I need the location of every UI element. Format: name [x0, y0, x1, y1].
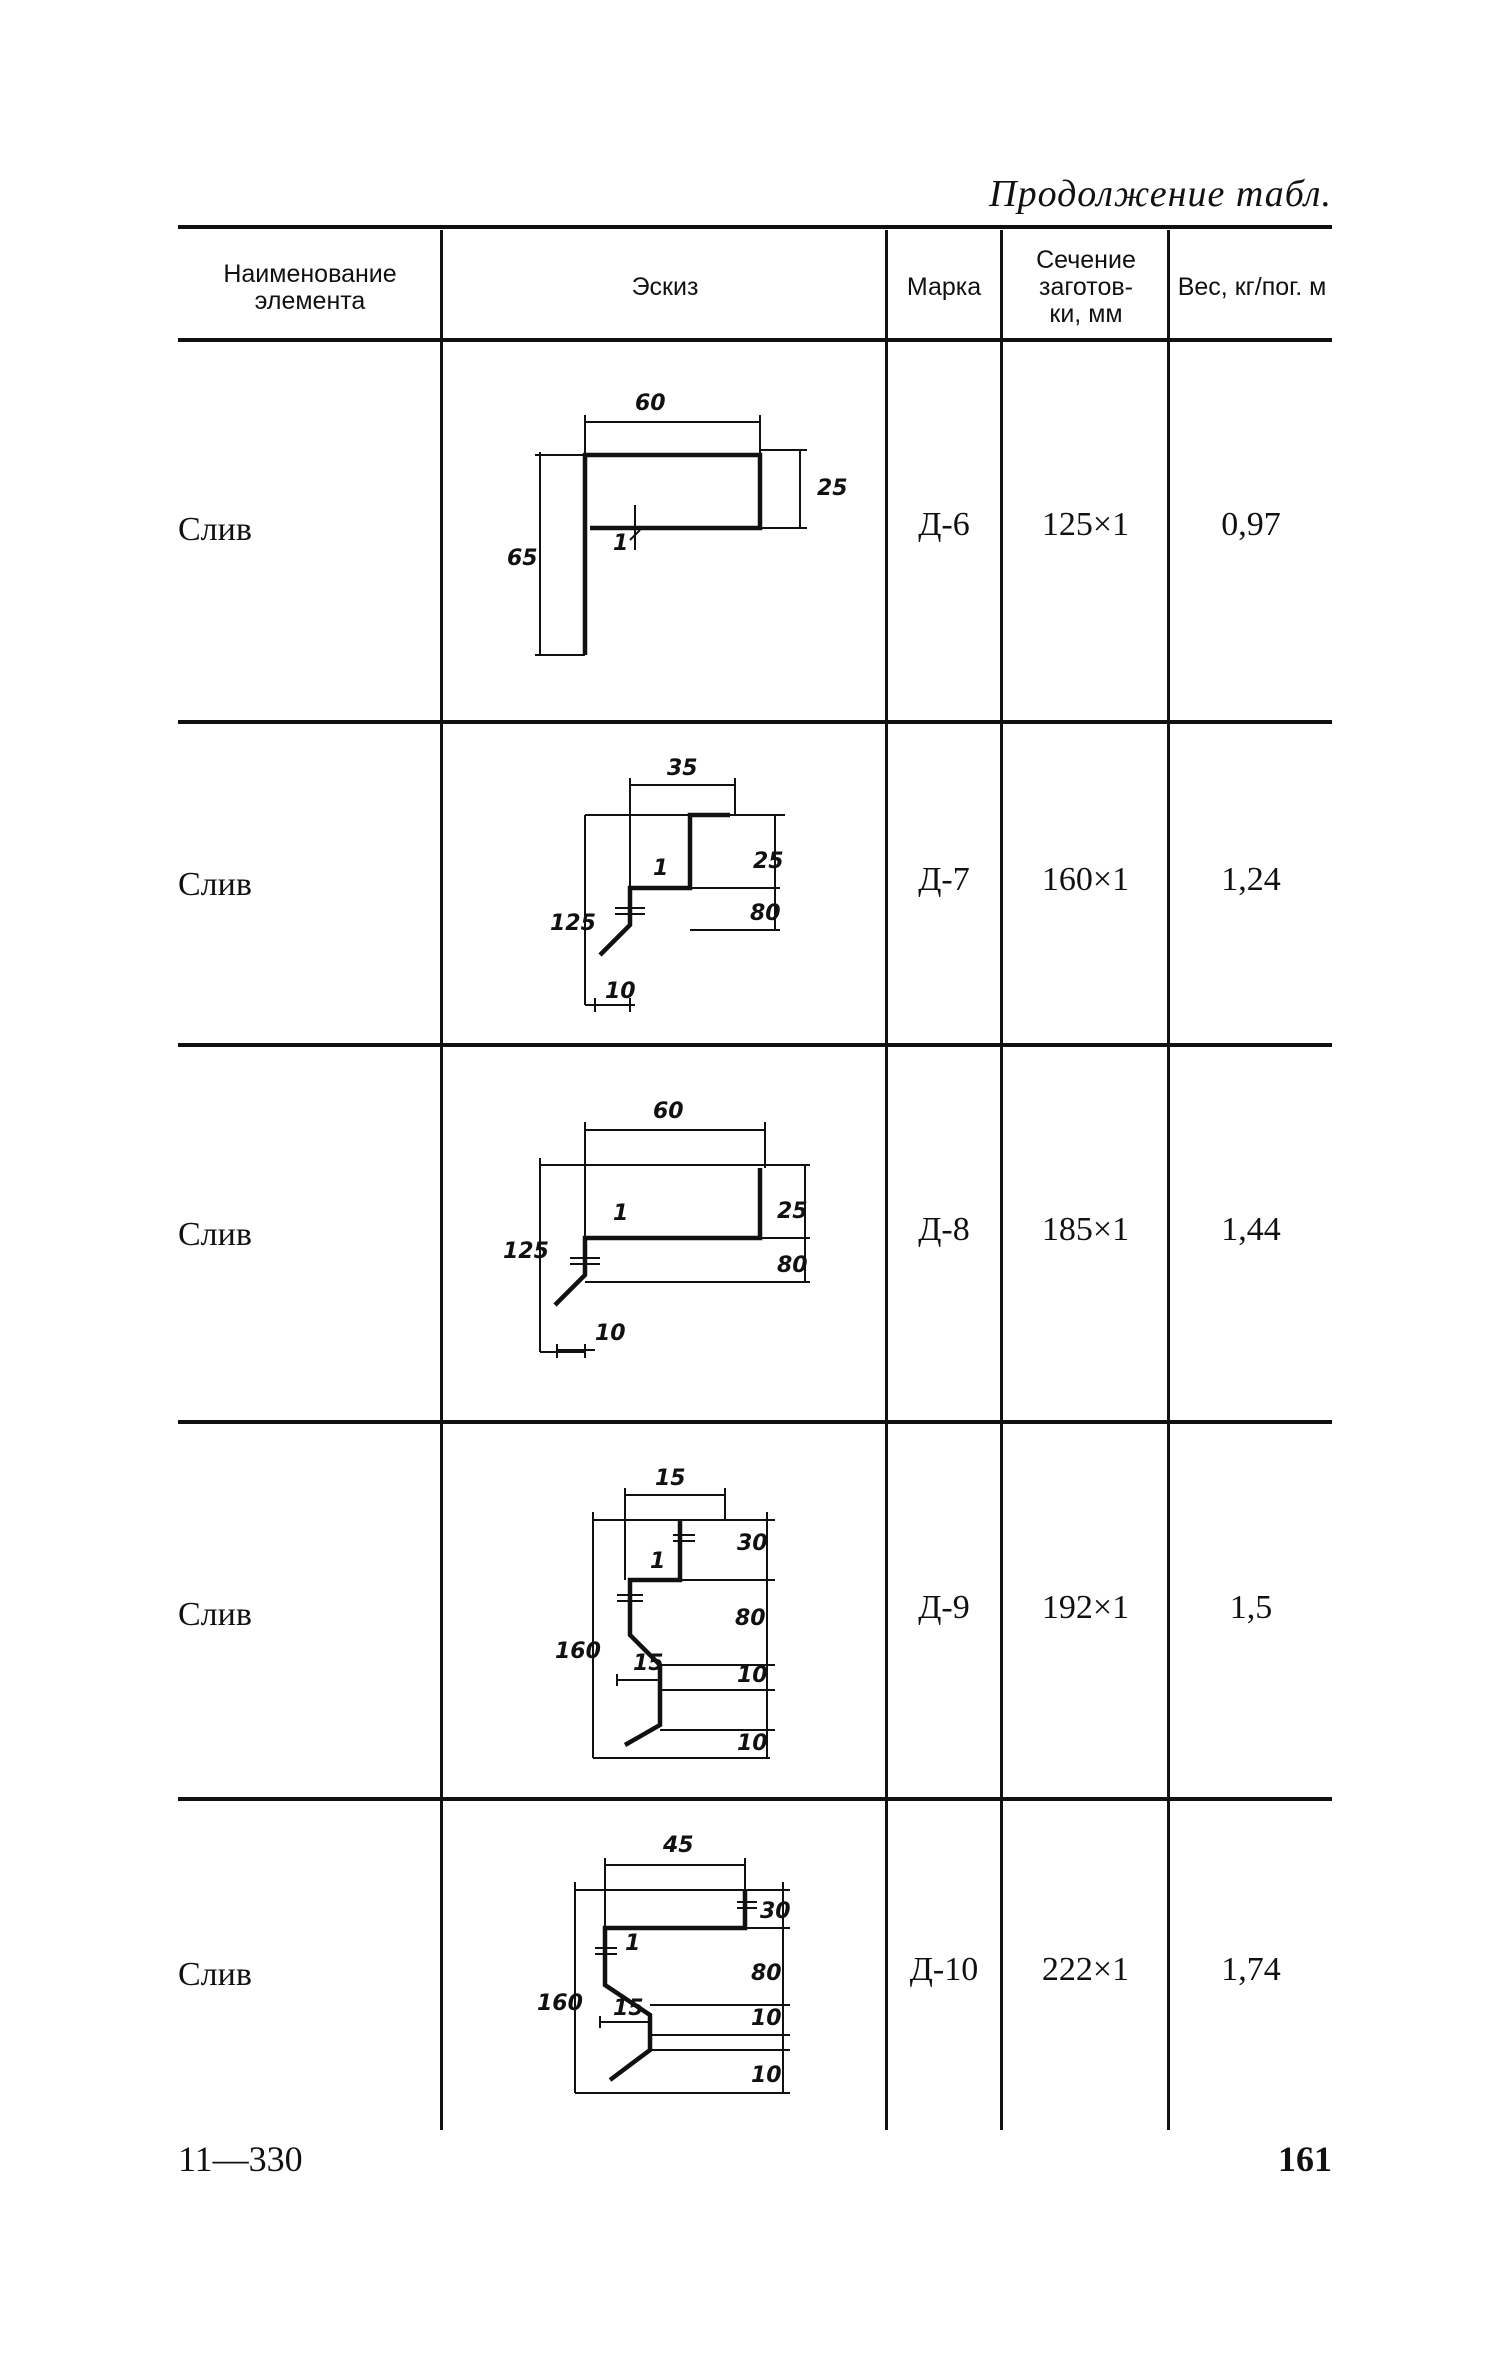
dim-step: 10: [751, 2006, 782, 2031]
sketch-d10: 45 160 1 30 80 10 15 10: [445, 1810, 885, 2120]
row-weight: 1,44: [1221, 1211, 1281, 1248]
row-name: Слив: [178, 1216, 252, 1253]
row-divider: [178, 1420, 1332, 1424]
profile-line: [602, 1890, 748, 2082]
dim-top: 30: [737, 1531, 768, 1556]
dim-top: 30: [760, 1899, 791, 1924]
sketch-d7: 35 125 1 25 80 10: [445, 740, 885, 1030]
footer-signature: 11—330: [178, 2139, 303, 2179]
dim-offset: 15: [633, 1651, 664, 1676]
row-section: 160×1: [1041, 861, 1130, 898]
dim-drip: 10: [737, 1731, 768, 1756]
dim-depth: 80: [751, 1961, 782, 1986]
sketch-d8: 60 125 1 25 80 10: [445, 1060, 885, 1380]
dim-drip: 10: [751, 2063, 782, 2088]
dim-thickness: 1: [650, 1549, 665, 1574]
row-divider: [178, 1043, 1332, 1047]
row-mark: Д-9: [918, 1589, 970, 1626]
dim-depth: 80: [777, 1253, 808, 1278]
sketch-d6: 60 25 65 1: [445, 380, 885, 680]
dim-depth: 80: [750, 901, 781, 926]
row-section: 125×1: [1041, 506, 1130, 543]
header-section: Сечение заготов- ки, мм: [1036, 246, 1136, 328]
row-divider: [178, 720, 1332, 724]
dim-length: 65: [507, 546, 538, 571]
dim-thickness: 1: [613, 531, 628, 556]
row-mark: Д-8: [918, 1211, 970, 1248]
row-name: Слив: [178, 511, 252, 548]
dim-height: 25: [753, 849, 784, 874]
profile-line: [582, 452, 763, 655]
row-mark: Д-6: [918, 506, 970, 543]
profile-line: [598, 812, 730, 957]
row-name: Слив: [178, 1596, 252, 1633]
dim-width: 15: [655, 1466, 686, 1491]
dim-width: 60: [635, 391, 666, 416]
row-divider: [178, 1797, 1332, 1801]
header-mark: Марка: [906, 273, 982, 301]
dim-thickness: 1: [653, 856, 668, 881]
dim-thickness: 1: [625, 1931, 640, 1956]
dim-thickness: 1: [613, 1201, 628, 1226]
row-mark: Д-10: [909, 1951, 979, 1988]
row-weight: 1,74: [1221, 1951, 1281, 1988]
column-divider: [1167, 230, 1170, 2130]
dim-height: 25: [777, 1199, 808, 1224]
column-divider: [440, 230, 443, 2130]
row-mark: Д-7: [918, 861, 970, 898]
dim-width: 45: [662, 1833, 694, 1858]
header-weight: Вес, кг/пог. м: [1177, 273, 1327, 301]
row-weight: 1,5: [1229, 1589, 1273, 1626]
dim-drip: 10: [605, 979, 636, 1004]
sketch-d9: 15 160 1 30 80 10 15 10: [445, 1440, 885, 1780]
header-name: Наименование элемента: [223, 259, 397, 315]
page-number: 161: [1278, 2139, 1332, 2179]
dim-height: 25: [817, 476, 848, 501]
dim-length: 125: [503, 1239, 549, 1264]
dim-depth: 80: [735, 1606, 766, 1631]
header-bottom-rule: [178, 338, 1332, 342]
dim-length: 160: [537, 1991, 583, 2016]
dim-width: 35: [667, 756, 698, 781]
row-section: 185×1: [1041, 1211, 1130, 1248]
dim-length: 125: [550, 911, 596, 936]
dim-width: 60: [653, 1099, 684, 1124]
dim-step: 10: [737, 1663, 768, 1688]
dim-offset: 15: [613, 1996, 644, 2021]
row-name: Слив: [178, 1956, 252, 1993]
table-top-rule: [178, 225, 1332, 229]
row-weight: 0,97: [1221, 506, 1281, 543]
column-divider: [1000, 230, 1003, 2130]
table-caption: Продолжение табл.: [989, 173, 1332, 215]
row-section: 192×1: [1041, 1589, 1130, 1626]
header-sketch: Эскиз: [631, 273, 699, 301]
row-weight: 1,24: [1221, 861, 1281, 898]
dim-length: 160: [555, 1639, 601, 1664]
row-name: Слив: [178, 866, 252, 903]
column-divider: [885, 230, 888, 2130]
dim-drip: 10: [595, 1321, 626, 1346]
row-section: 222×1: [1041, 1951, 1130, 1988]
